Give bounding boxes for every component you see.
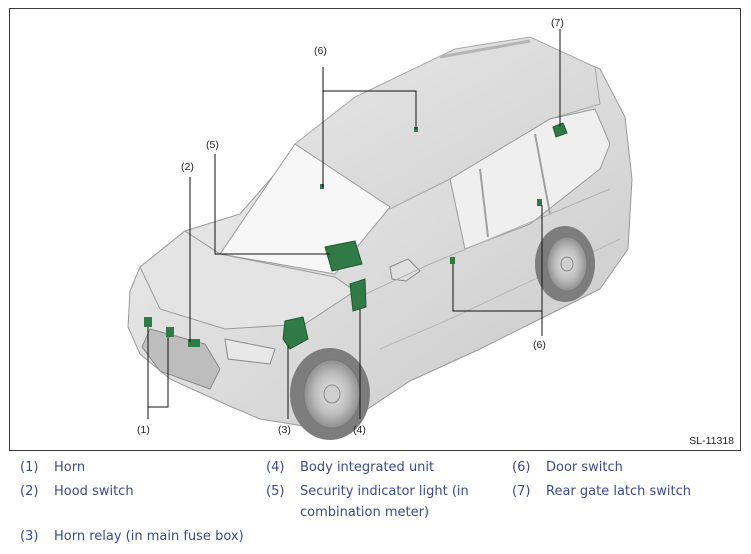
horn-right-component (166, 327, 174, 337)
door-switch-roof-a-component (320, 184, 324, 189)
legend-label: Horn (54, 460, 86, 475)
legend-number: (7) (512, 484, 531, 499)
vehicle-illustration: (1) (2) (3) (4) (5) (6) (6) (7) (127, 17, 633, 440)
component-location-diagram: (1) (2) (3) (4) (5) (6) (6) (7) SL-11318 (9, 8, 741, 451)
legend-number: (1) (20, 460, 39, 475)
horn-relay-component (282, 316, 309, 350)
combination-meter-component (324, 240, 363, 272)
legend-label: Hood switch (54, 484, 134, 499)
figure-id: SL-11318 (689, 435, 734, 447)
rear-wheel (535, 226, 595, 302)
door-switch-rear-component (537, 199, 542, 206)
car-body (127, 36, 633, 428)
legend-number: (5) (266, 484, 285, 499)
callout-1: (1) (137, 424, 150, 436)
legend-number: (3) (20, 529, 39, 544)
horn-left-component (144, 317, 152, 327)
components (144, 122, 568, 350)
leader-lines (147, 29, 561, 419)
legend-number: (6) (512, 460, 531, 475)
door-switch-roof-b-component (414, 127, 418, 132)
callout-4: (4) (353, 424, 366, 436)
callout-6-bottom: (6) (533, 339, 546, 351)
hood-switch-component (188, 339, 200, 347)
callout-5: (5) (206, 139, 219, 151)
legend-number: (2) (20, 484, 39, 499)
legend-label-continued: combination meter) (300, 505, 430, 520)
callout-labels: (1) (2) (3) (4) (5) (6) (6) (7) (137, 17, 564, 436)
legend-label: Body integrated unit (300, 460, 435, 475)
legend-label: Rear gate latch switch (546, 484, 692, 499)
callout-2: (2) (181, 161, 194, 173)
callout-7: (7) (551, 17, 564, 29)
legend-number: (4) (266, 460, 285, 475)
door-switch-front-component (450, 257, 455, 264)
legend-label: Security indicator light (in (300, 484, 469, 499)
front-wheel (290, 348, 370, 440)
callout-3: (3) (278, 424, 291, 436)
body-integrated-unit-component (349, 278, 367, 312)
legend-label: Horn relay (in main fuse box) (54, 529, 244, 544)
legend-label: Door switch (546, 460, 623, 475)
callout-6-top: (6) (314, 45, 327, 57)
